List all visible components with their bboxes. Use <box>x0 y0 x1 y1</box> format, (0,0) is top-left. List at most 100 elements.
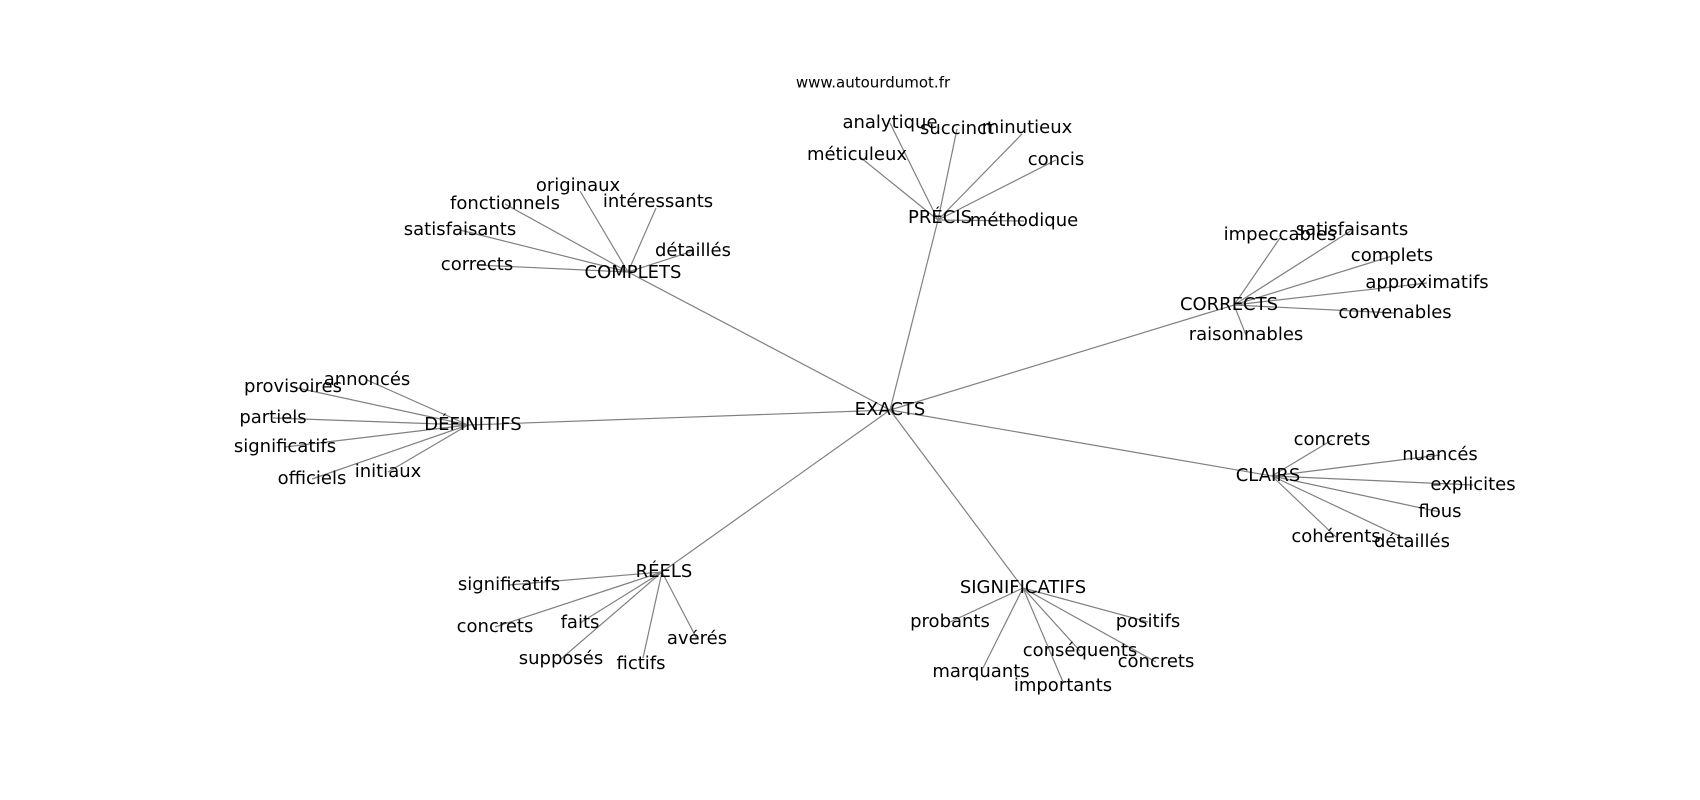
leaf-word: nuancés <box>1402 444 1478 465</box>
leaf-word: explicites <box>1430 474 1515 495</box>
leaf-word: raisonnables <box>1189 324 1304 345</box>
leaf-word: méthodique <box>970 210 1078 231</box>
leaf-word: détaillés <box>1374 531 1450 552</box>
leaf-word: concrets <box>1294 429 1371 450</box>
leaf-word: avérés <box>667 628 727 649</box>
cluster-to-leaf-edge <box>459 229 629 273</box>
cluster-word: CORRECTS <box>1180 294 1278 315</box>
cluster-to-leaf-edge <box>859 156 939 221</box>
cluster-to-leaf-edge <box>949 587 1024 623</box>
leaf-word: fictifs <box>616 653 665 674</box>
leaf-word: détaillés <box>655 240 731 261</box>
cluster-to-leaf-edge <box>1271 475 1413 543</box>
cluster-to-leaf-edge <box>1233 304 1247 336</box>
cluster-to-leaf-edge <box>937 159 1057 221</box>
leaf-word: concrets <box>1118 651 1195 672</box>
cluster-word: COMPLETS <box>585 262 682 283</box>
leaf-word: faits <box>561 612 600 633</box>
leaf-word: succinct <box>920 118 994 139</box>
leaf-word: impeccables <box>1224 224 1337 245</box>
leaf-word: marquants <box>932 661 1029 682</box>
cluster-to-leaf-edge <box>627 207 657 273</box>
leaf-word: corrects <box>441 254 513 275</box>
graph-labels: www.autourdumot.fr EXACTS PRÉCIS analytiqu… <box>234 74 1516 697</box>
cluster-to-leaf-edge <box>292 386 469 426</box>
center-to-cluster-edge <box>661 409 891 573</box>
cluster-to-leaf-edge <box>504 203 629 273</box>
leaf-word: convenables <box>1338 302 1451 323</box>
cluster-to-leaf-edge <box>661 571 698 640</box>
leaf-word: importants <box>1014 675 1112 696</box>
cluster-to-leaf-edge <box>311 424 469 480</box>
leaf-word: significatifs <box>234 436 336 457</box>
leaf-word: officiels <box>278 468 347 489</box>
cluster-to-leaf-edge <box>1271 475 1441 513</box>
cluster-to-leaf-edge <box>937 133 1023 221</box>
cluster-to-leaf-edge <box>937 128 958 221</box>
cluster-to-leaf-edge <box>1233 304 1396 314</box>
leaf-word: positifs <box>1116 611 1181 632</box>
leaf-word: probants <box>910 611 990 632</box>
cluster-to-leaf-edge <box>889 122 939 221</box>
leaf-word: concis <box>1028 149 1085 170</box>
leaf-word: originaux <box>536 175 621 196</box>
cluster-word: CLAIRS <box>1236 465 1301 486</box>
leaf-word: satisfaisants <box>1296 219 1408 240</box>
leaf-word: intéressants <box>603 191 713 212</box>
cluster-to-leaf-edge <box>579 190 629 273</box>
leaf-word: significatifs <box>458 574 560 595</box>
center-to-cluster-edge <box>467 409 891 426</box>
leaf-word: supposés <box>519 648 603 669</box>
leaf-word: flous <box>1418 501 1461 522</box>
cluster-to-leaf-edge <box>1271 454 1441 477</box>
cluster-to-leaf-edge <box>1271 475 1474 486</box>
cluster-to-leaf-edge <box>272 417 469 426</box>
cluster-word: PRÉCIS <box>908 206 972 228</box>
site-watermark: www.autourdumot.fr <box>796 74 951 92</box>
cluster-word: DÉFINITIFS <box>424 413 521 435</box>
cluster-to-leaf-edge <box>494 571 663 628</box>
leaf-word: minutieux <box>982 117 1073 138</box>
center-to-cluster-edge <box>889 219 939 411</box>
cluster-to-leaf-edge <box>284 424 469 448</box>
cluster-to-leaf-edge <box>1022 587 1149 623</box>
graph-edges <box>272 122 1474 683</box>
cluster-to-leaf-edge <box>627 250 694 273</box>
cluster-to-leaf-edge <box>560 571 663 660</box>
cluster-to-leaf-edge <box>1233 255 1393 306</box>
leaf-word: cohérents <box>1291 526 1380 547</box>
cluster-to-leaf-edge <box>1233 282 1428 306</box>
leaf-word: satisfaisants <box>404 219 516 240</box>
cluster-to-leaf-edge <box>1022 587 1081 652</box>
leaf-word: analytique <box>842 112 937 133</box>
cluster-to-leaf-edge <box>982 587 1024 669</box>
leaf-word: fonctionnels <box>450 193 560 214</box>
leaf-word: approximatifs <box>1365 272 1488 293</box>
cluster-to-leaf-edge <box>1022 587 1157 663</box>
cluster-to-leaf-edge <box>1271 475 1337 538</box>
leaf-word: partiels <box>239 407 306 428</box>
center-to-cluster-edge <box>889 409 1024 589</box>
center-word: EXACTS <box>855 399 926 420</box>
center-to-cluster-edge <box>889 304 1235 411</box>
cluster-word: SIGNIFICATIFS <box>960 577 1086 598</box>
center-to-cluster-edge <box>889 409 1273 477</box>
cluster-to-leaf-edge <box>1022 587 1064 683</box>
leaf-word: concrets <box>457 616 534 637</box>
leaf-word: initiaux <box>355 461 422 482</box>
cluster-to-leaf-edge <box>366 379 469 426</box>
leaf-word: conséquents <box>1023 640 1138 661</box>
cluster-to-leaf-edge <box>1271 439 1333 477</box>
cluster-to-leaf-edge <box>642 571 663 659</box>
center-to-cluster-edge <box>627 271 891 411</box>
cluster-to-leaf-edge <box>508 571 663 586</box>
leaf-word: méticuleux <box>807 144 907 165</box>
leaf-word: provisoires <box>244 376 342 397</box>
cluster-to-leaf-edge <box>387 424 469 473</box>
cluster-word: RÉELS <box>636 560 693 582</box>
leaf-word: complets <box>1351 245 1433 266</box>
cluster-to-leaf-edge <box>937 219 1025 222</box>
cluster-to-leaf-edge <box>1233 229 1353 306</box>
cluster-to-leaf-edge <box>1233 237 1281 306</box>
